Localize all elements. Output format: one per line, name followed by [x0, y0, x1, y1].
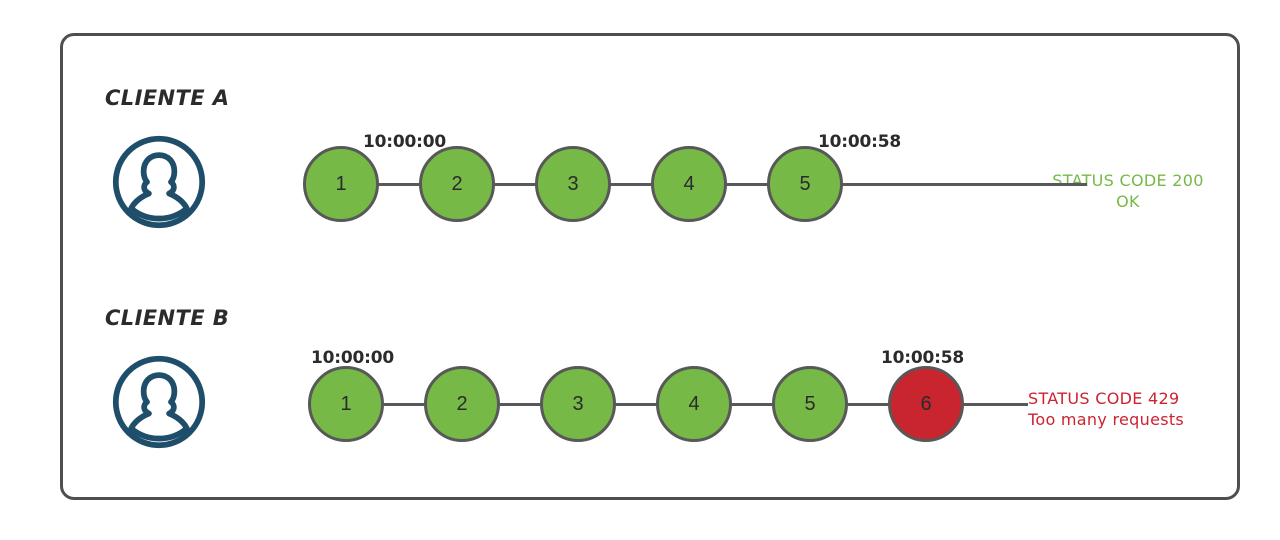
- client-label-b: CLIENTE B: [105, 306, 230, 330]
- request-node-label: 5: [804, 392, 816, 415]
- request-node-label: 1: [335, 172, 347, 195]
- request-node-label: 3: [572, 392, 584, 415]
- connector-5-6: [846, 403, 890, 406]
- request-node-label: 5: [799, 172, 811, 195]
- status-reason-line: OK: [1116, 192, 1140, 211]
- request-node-label: 2: [451, 172, 463, 195]
- connector-4-5: [725, 183, 769, 186]
- request-node-label: 2: [456, 392, 468, 415]
- request-node-rate-limited[interactable]: 6: [888, 366, 964, 442]
- connector-1-2: [382, 403, 426, 406]
- request-node[interactable]: 5: [772, 366, 848, 442]
- status-reason-line: Too many requests: [1028, 410, 1185, 429]
- timestamp-end-b: 10:00:58: [881, 348, 964, 368]
- request-node[interactable]: 4: [651, 146, 727, 222]
- connector-4-5: [730, 403, 774, 406]
- timestamp-start-a: 10:00:00: [363, 132, 446, 152]
- request-node[interactable]: 1: [308, 366, 384, 442]
- request-node-label: 3: [567, 172, 579, 195]
- request-node-label: 6: [920, 392, 932, 415]
- connector-3-4: [614, 403, 658, 406]
- request-node[interactable]: 3: [540, 366, 616, 442]
- user-avatar-icon: [111, 354, 207, 450]
- connector-2-3: [493, 183, 537, 186]
- connector-1-2: [377, 183, 421, 186]
- client-label-a: CLIENTE A: [105, 86, 230, 110]
- rate-limit-diagram-card: CLIENTE A 10:00:00 10:00:58 1 2 3 4 5 ST…: [60, 33, 1240, 500]
- status-message-b: STATUS CODE 429 Too many requests: [1028, 388, 1258, 430]
- connector-tail-a: [837, 183, 1087, 186]
- user-avatar-icon: [111, 134, 207, 230]
- client-row-b: CLIENTE B 10:00:00 10:00:58 1 2 3 4 5 6: [63, 268, 1237, 478]
- client-row-a: CLIENTE A 10:00:00 10:00:58 1 2 3 4 5 ST…: [63, 48, 1237, 258]
- connector-tail-b: [962, 403, 1028, 406]
- request-node[interactable]: 4: [656, 366, 732, 442]
- request-node-label: 4: [688, 392, 700, 415]
- request-node-label: 4: [683, 172, 695, 195]
- timestamp-start-b: 10:00:00: [311, 348, 394, 368]
- request-node[interactable]: 3: [535, 146, 611, 222]
- request-node[interactable]: 5: [767, 146, 843, 222]
- request-node[interactable]: 2: [424, 366, 500, 442]
- connector-2-3: [498, 403, 542, 406]
- connector-3-4: [609, 183, 653, 186]
- status-message-a: STATUS CODE 200 OK: [1023, 170, 1233, 212]
- timestamp-end-a: 10:00:58: [818, 132, 901, 152]
- request-node-label: 1: [340, 392, 352, 415]
- status-code-line: STATUS CODE 200: [1052, 171, 1204, 190]
- request-node[interactable]: 1: [303, 146, 379, 222]
- status-code-line: STATUS CODE 429: [1028, 389, 1180, 408]
- request-node[interactable]: 2: [419, 146, 495, 222]
